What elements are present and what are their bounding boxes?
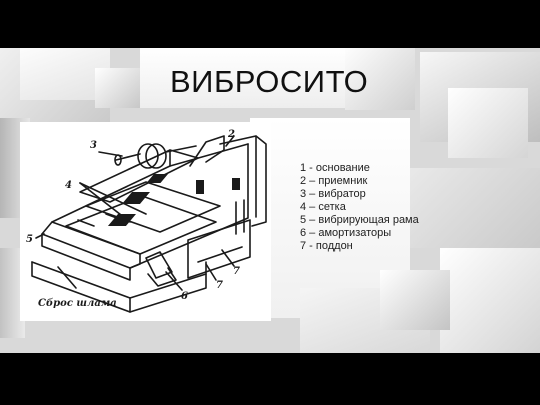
mesh-patch-front bbox=[107, 214, 136, 226]
spring-block-side bbox=[232, 178, 240, 190]
frame-front-face bbox=[41, 233, 131, 281]
callout-3: 3 bbox=[90, 140, 97, 151]
screen-deck-lower bbox=[65, 195, 217, 255]
diagram-caption: Сброс шлама bbox=[38, 298, 117, 309]
leader-4a bbox=[79, 182, 147, 215]
callout-2: 2 bbox=[227, 129, 235, 140]
leader-caption bbox=[57, 266, 77, 289]
slide-title: ВИБРОСИТО bbox=[170, 64, 369, 99]
mesh-patch-middle bbox=[121, 192, 150, 204]
background-band bbox=[0, 48, 540, 353]
vibrating-screen-diagram: 2 3 4 5 6 7 7 Сброс шлама bbox=[20, 122, 271, 321]
mesh-patch-rear bbox=[146, 174, 168, 183]
legend-item: 1 - основание bbox=[300, 162, 370, 174]
vibrator-motor-left bbox=[137, 143, 159, 169]
upper-bracket bbox=[189, 135, 225, 167]
receiver-outline bbox=[219, 135, 267, 227]
background-cube bbox=[448, 88, 528, 158]
leader-6 bbox=[165, 271, 183, 291]
vibrator-motor-right bbox=[145, 143, 167, 169]
legend-item: 4 – сетка bbox=[300, 201, 346, 213]
legend-list: 1 - основание 2 – приемник 3 – вибратор … bbox=[300, 162, 419, 253]
frame-side-rail bbox=[129, 143, 249, 269]
leader-3 bbox=[98, 151, 123, 157]
legend-item: 2 – приемник bbox=[300, 175, 368, 187]
tray-outline bbox=[187, 219, 251, 279]
background-cube bbox=[410, 168, 540, 248]
legend-item: 3 – вибратор bbox=[300, 188, 366, 200]
shock-absorber-front bbox=[145, 251, 173, 279]
callout-7-tray: 7 bbox=[216, 280, 223, 291]
background-cube bbox=[345, 48, 415, 110]
base-side-face bbox=[129, 273, 207, 313]
leader-2 bbox=[225, 135, 235, 147]
shock-absorber-base bbox=[147, 267, 177, 287]
leader-7b bbox=[205, 263, 217, 281]
background-cube bbox=[440, 248, 540, 353]
tray-edge bbox=[197, 246, 243, 263]
screen-deck-upper bbox=[85, 181, 221, 233]
callout-7: 7 bbox=[233, 266, 240, 277]
vibrating-screen-drawing: 2 3 4 5 6 7 7 Сброс шлама bbox=[26, 129, 267, 313]
callout-4: 4 bbox=[65, 180, 72, 191]
spring-block-rear bbox=[196, 180, 204, 194]
callout-5: 5 bbox=[26, 234, 33, 245]
base-front-face bbox=[31, 261, 131, 313]
leader-5 bbox=[35, 233, 45, 239]
legend-item: 7 - поддон bbox=[300, 240, 353, 252]
callout-6: 6 bbox=[181, 291, 188, 302]
legend-item: 5 – вибрирующая рама bbox=[300, 214, 419, 226]
base-outline bbox=[31, 261, 207, 299]
rear-spring-post bbox=[235, 199, 245, 235]
vibrator-shaft bbox=[115, 145, 197, 161]
frame-lower-rail bbox=[41, 221, 141, 269]
legend-item: 6 – амортизаторы bbox=[300, 227, 392, 239]
leader-7a bbox=[221, 249, 235, 267]
background-cube bbox=[380, 270, 450, 330]
